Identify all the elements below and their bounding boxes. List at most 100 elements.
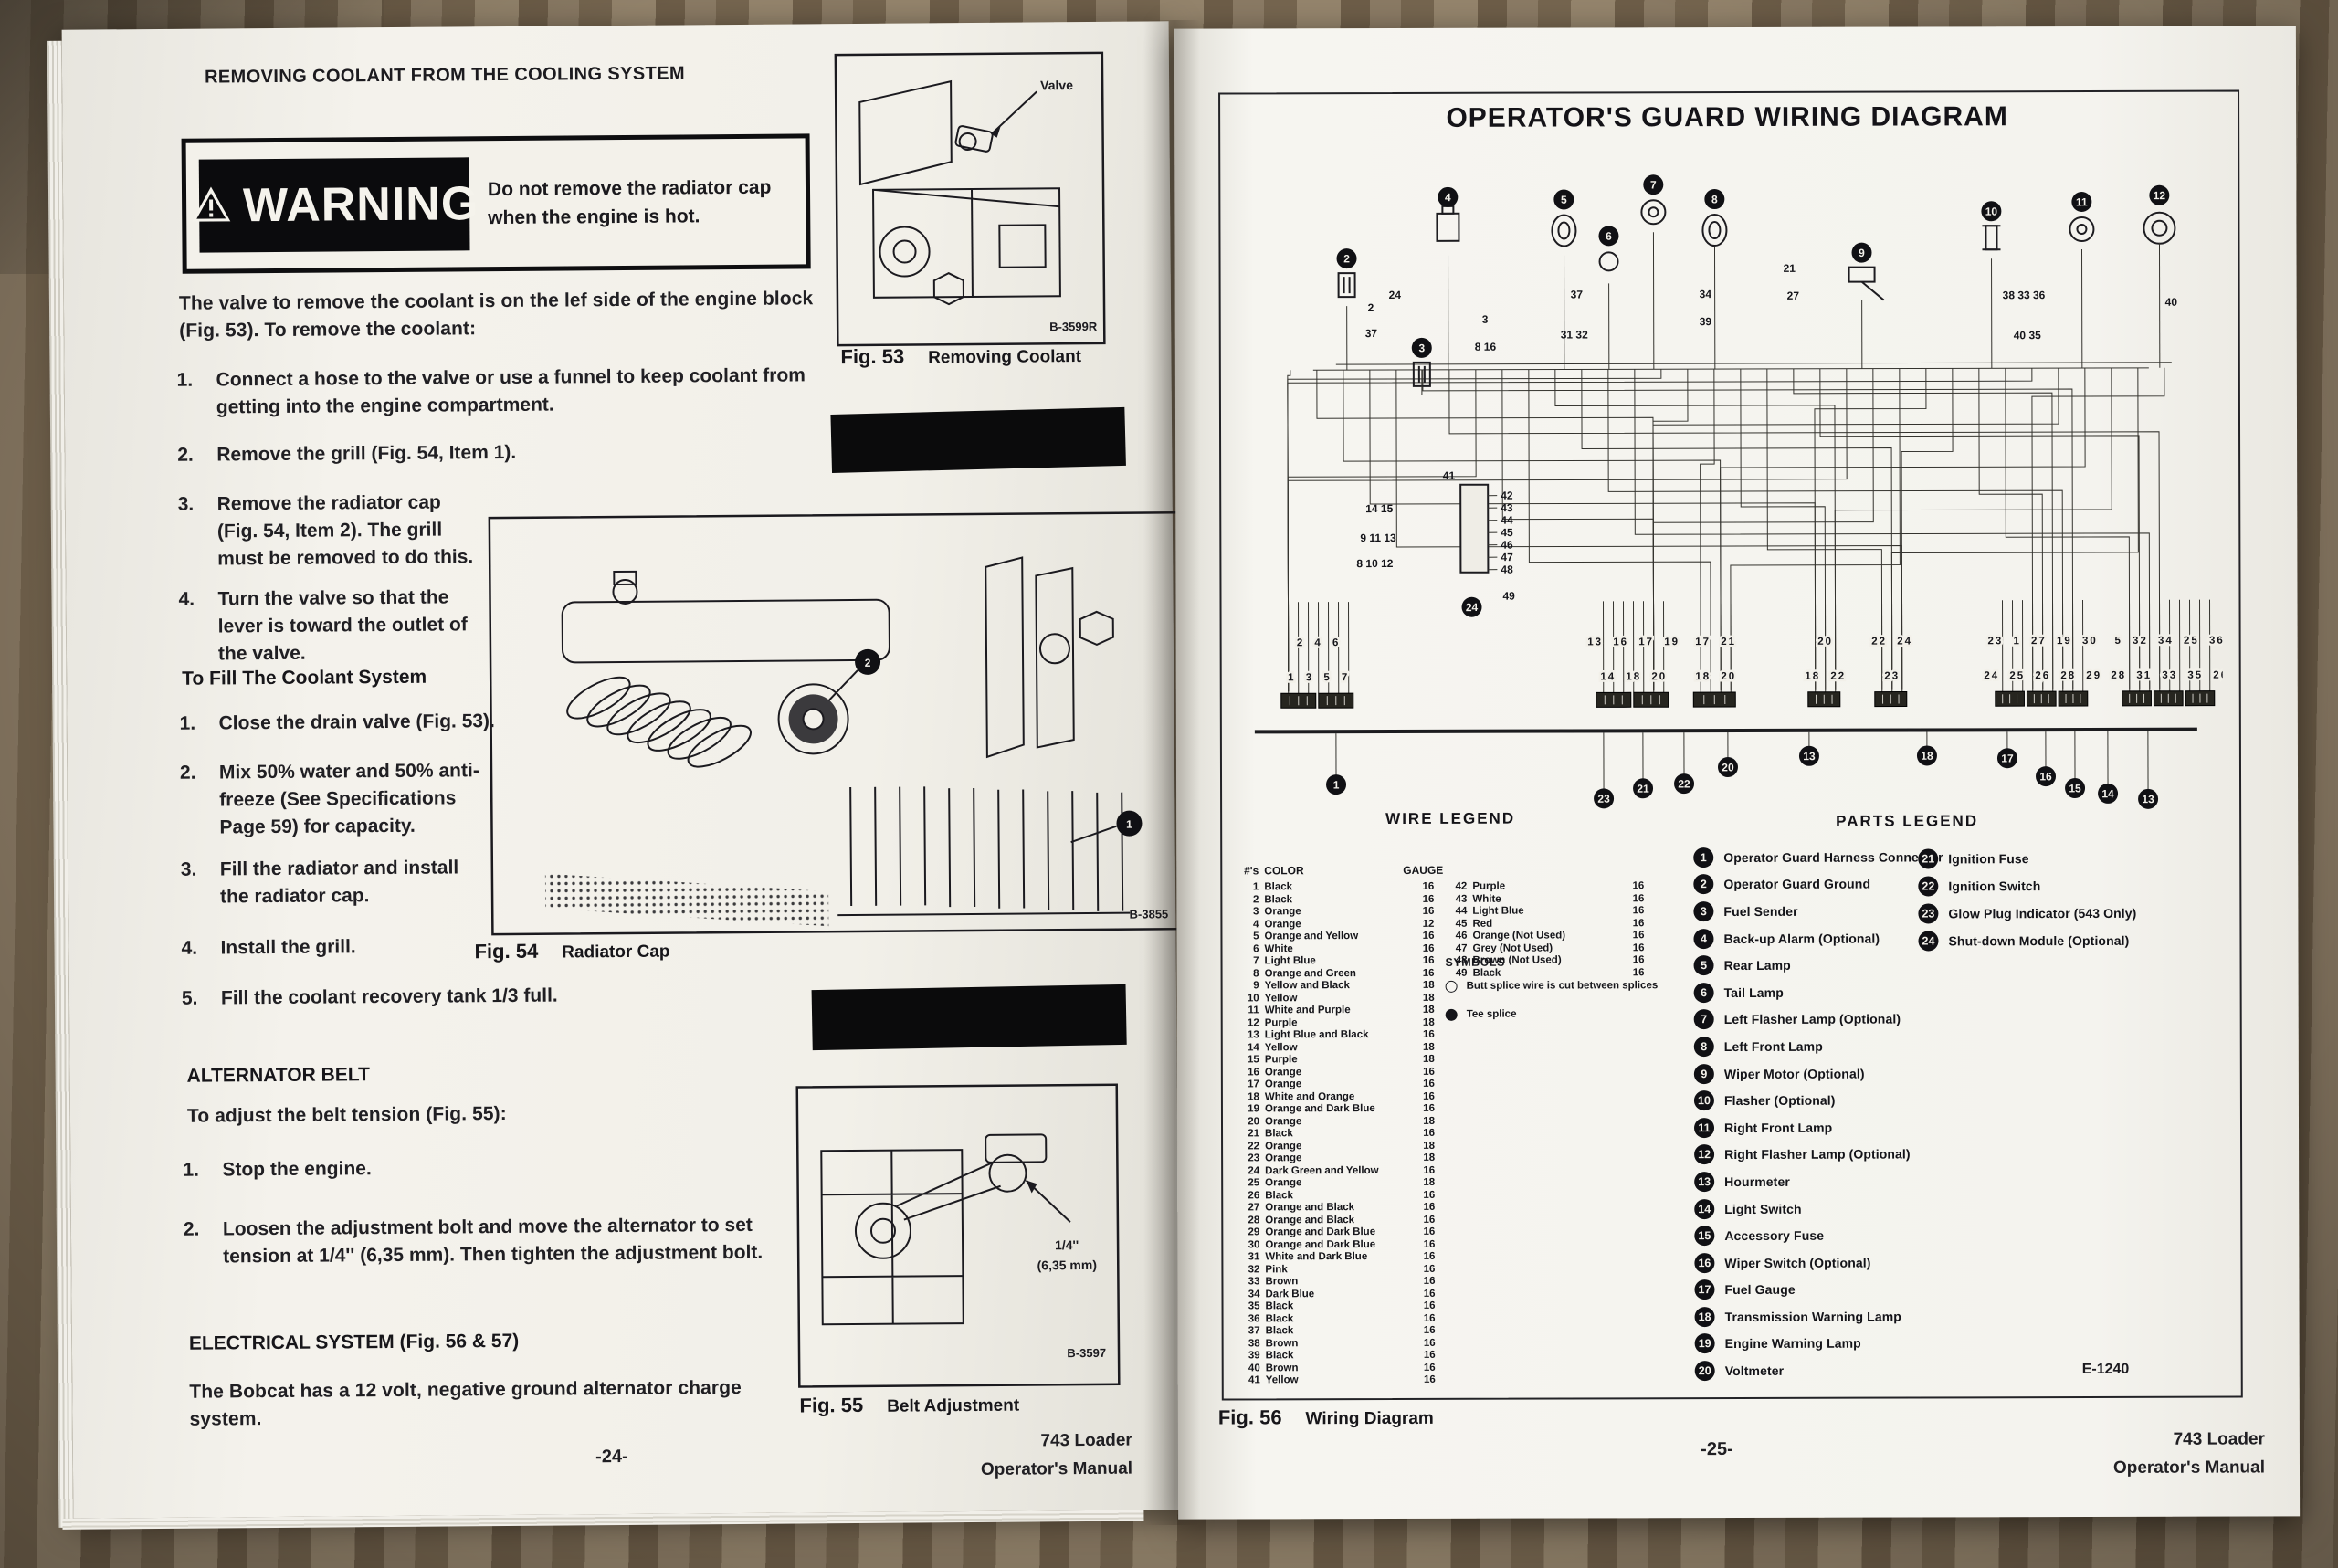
svg-text:8: 8	[1711, 193, 1718, 205]
wire-cell: Orange and Dark Blue	[1265, 1226, 1376, 1238]
fill-heading: To Fill The Coolant System	[182, 666, 427, 689]
svg-text:8 10 12: 8 10 12	[1356, 557, 1393, 570]
part-label: Transmission Warning Lamp	[1724, 1309, 1901, 1324]
redaction-bar	[830, 406, 1126, 473]
wire-cell: Brown	[1265, 1337, 1299, 1349]
wire-cell: Orange	[1265, 1140, 1302, 1152]
part-number-badge: 14	[1694, 1198, 1715, 1219]
warning-box: WARNING Do not remove the radiator cap w…	[181, 133, 811, 274]
wire-cell: Light Blue	[1264, 955, 1316, 967]
wire-cell: 16	[1423, 1275, 1436, 1287]
svg-text:7: 7	[1650, 179, 1657, 192]
wire-cell: 23	[1248, 1152, 1260, 1164]
wire-cell: Orange and Yellow	[1264, 931, 1359, 942]
wire-cell: 16	[1632, 942, 1645, 953]
wire-cell: 15	[1248, 1054, 1259, 1066]
alternator-intro: To adjust the belt tension (Fig. 55):	[186, 1102, 507, 1127]
valve-callout: Valve	[1040, 78, 1073, 92]
wire-cell: 3	[1252, 906, 1259, 918]
svg-text:14: 14	[2101, 787, 2114, 800]
wire-cell: Black	[1264, 881, 1293, 893]
figure-54: 2 1 B-3855	[488, 510, 1183, 936]
wire-cell: 16	[1632, 954, 1645, 966]
wire-cell: 19	[1248, 1103, 1259, 1115]
figure-code: B-3597	[1067, 1346, 1106, 1360]
wire-cell: Grey (Not Used)	[1472, 942, 1553, 954]
svg-text:20: 20	[1817, 637, 1833, 647]
wire-cell: 8	[1253, 967, 1259, 979]
part-number-badge: 4	[1693, 928, 1714, 949]
wire-cell: 28	[1248, 1214, 1260, 1226]
wire-cell: 31	[1248, 1251, 1260, 1263]
wire-cell: 16	[1632, 880, 1645, 892]
wire-cell: 41	[1248, 1374, 1260, 1386]
part-number-badge: 18	[1694, 1306, 1715, 1328]
svg-text:4: 4	[1445, 191, 1451, 204]
wire-cell: 18	[1422, 1041, 1435, 1053]
svg-text:5 32 34 25 36: 5 32 34 25 36	[2114, 636, 2223, 647]
page-left: REMOVING COOLANT FROM THE COOLING SYSTEM…	[61, 21, 1183, 1519]
wire-cell: Purple	[1264, 1016, 1298, 1028]
wire-cell: Orange	[1265, 1152, 1302, 1164]
wire-cell: 24	[1248, 1164, 1260, 1176]
wire-cell: 16	[1423, 1373, 1436, 1385]
wire-cell: 35	[1248, 1300, 1260, 1312]
wire-cell: 46	[1455, 930, 1468, 942]
wire-cell: 37	[1248, 1325, 1260, 1337]
svg-text:48: 48	[1501, 563, 1513, 576]
wire-cell: 16	[1423, 1226, 1436, 1237]
wire-cell: Yellow	[1265, 1374, 1299, 1386]
list-item: 2.Mix 50% water and 50% anti-freeze (See…	[179, 760, 479, 838]
col-header: #'s	[1244, 864, 1259, 878]
wire-cell: White	[1472, 893, 1501, 905]
svg-text:9: 9	[1859, 247, 1865, 259]
part-number-badge: 7	[1693, 1009, 1714, 1030]
wire-cell: 16	[1632, 892, 1645, 904]
svg-text:2: 2	[1343, 252, 1350, 265]
svg-text:3: 3	[1418, 342, 1425, 354]
symbol-item: Tee splice	[1445, 1007, 1674, 1022]
wire-cell: 16	[1248, 1066, 1259, 1078]
wire-cell: 38	[1248, 1337, 1260, 1349]
part-number-badge: 6	[1693, 982, 1714, 1003]
wire-cell: 7	[1253, 955, 1259, 967]
part-number-badge: 22	[1918, 876, 1939, 897]
wire-cell: 18	[1423, 1176, 1436, 1188]
wire-cell: 16	[1423, 1324, 1436, 1336]
part-label: Left Front Lamp	[1723, 1038, 1823, 1054]
page-number-right: -25-	[1701, 1439, 1733, 1460]
wire-cell: Purple	[1264, 1054, 1298, 1066]
svg-text:24: 24	[1389, 289, 1402, 301]
wire-cell: 18	[1248, 1090, 1259, 1102]
part-label: Hourmeter	[1724, 1173, 1790, 1189]
wire-cell: 43	[1455, 893, 1468, 905]
wire-cell: 33	[1248, 1276, 1260, 1288]
item-2-marker: 2	[865, 657, 871, 669]
part-number-badge: 16	[1694, 1252, 1715, 1273]
svg-text:23 1 27 19 30: 23 1 27 19 30	[1987, 636, 2097, 647]
wire-cell: 16	[1422, 954, 1435, 966]
part-number-badge: 20	[1694, 1361, 1715, 1382]
list-item: 1.Stop the engine.	[183, 1158, 372, 1181]
svg-text:31 32: 31 32	[1561, 328, 1588, 341]
wire-cell: 16	[1423, 1201, 1436, 1213]
